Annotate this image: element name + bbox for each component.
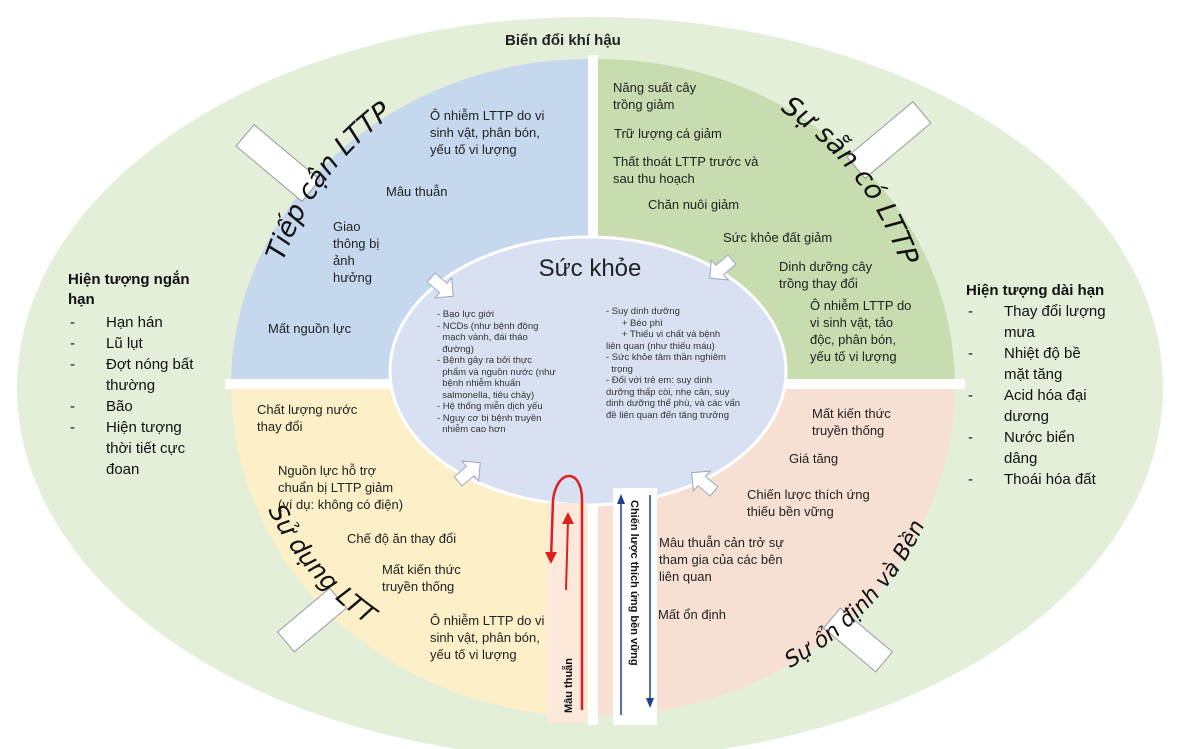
center-right-items: - Suy dinh dưỡng + Béo phì + Thiếu vi ch… bbox=[606, 306, 741, 421]
left-panel-list: Hạn hán Lũ lụt Đợt nóng bất thường Bão H… bbox=[68, 312, 218, 480]
conflict-loop bbox=[549, 474, 584, 710]
br-item-strategy: Chiến lược thích ứng thiếu bền vững bbox=[747, 487, 870, 519]
br-item-price: Giá tăng bbox=[789, 451, 839, 466]
left-panel: Hiện tượng ngắn hạn Hạn hán Lũ lụt Đợt n… bbox=[68, 270, 218, 480]
arrow-inner-top-right bbox=[709, 254, 737, 281]
tl-item-transport: Giao thông bị ảnh hưởng bbox=[333, 219, 380, 285]
arrow-outer-bottom-right bbox=[822, 607, 894, 673]
right-item: Thay đổi lượng mưa bbox=[966, 301, 1146, 343]
strategy-arrowhead-down bbox=[646, 698, 654, 708]
left-item: Hiện tượng thời tiết cực đoan bbox=[68, 417, 218, 480]
strategy-arrowhead-up bbox=[617, 494, 625, 504]
left-panel-title: Hiện tượng ngắn hạn bbox=[68, 271, 190, 308]
strategy-label: Chiến lược thích ứng bền vững bbox=[628, 500, 640, 666]
tr-item-yield: Năng suất cây trồng giảm bbox=[613, 80, 697, 112]
bl-item-knowledge: Mất kiến thức truyền thống bbox=[382, 562, 461, 594]
tr-item-livestock: Chăn nuôi giảm bbox=[648, 197, 740, 212]
tl-item-conflict: Mâu thuẫn bbox=[386, 184, 448, 199]
right-item: Acid hóa đại dương bbox=[966, 385, 1146, 427]
right-item: Nhiệt độ bề mặt tăng bbox=[966, 343, 1146, 385]
br-item-instability: Mất ổn định bbox=[658, 607, 726, 622]
left-item: Hạn hán bbox=[68, 312, 218, 333]
center-left-items: - Bạo lực giới - NCDs (như bệnh động mạc… bbox=[437, 309, 556, 435]
tr-item-contamination: Ô nhiễm LTTP do vi sinh vật, tảo độc, ph… bbox=[810, 298, 912, 364]
right-item: Thoái hóa đất bbox=[966, 469, 1146, 490]
left-item: Bão bbox=[68, 396, 218, 417]
loop-inner-line bbox=[565, 519, 569, 591]
right-panel-list: Thay đổi lượng mưa Nhiệt độ bề mặt tăng … bbox=[966, 301, 1146, 490]
left-item: Đợt nóng bất thường bbox=[68, 354, 218, 396]
tr-item-fish: Trữ lượng cá giảm bbox=[614, 126, 722, 141]
diagram-title: Biến đổi khí hậu bbox=[505, 32, 621, 49]
bl-item-resources: Nguồn lực hỗ trợ chuẩn bị LTTP giảm (ví … bbox=[278, 463, 404, 512]
loop-arrowhead-up bbox=[562, 512, 574, 524]
arrow-inner-bottom-right bbox=[691, 470, 719, 497]
center-title: Sức khỏe bbox=[539, 255, 642, 282]
arrow-inner-bottom-left bbox=[453, 460, 481, 487]
center-ellipse bbox=[388, 235, 788, 507]
arrow-inner-top-left bbox=[426, 272, 454, 299]
br-item-conflict: Mâu thuẫn cản trở sự tham gia của các bê… bbox=[659, 535, 784, 584]
bl-item-diet: Chế độ ăn thay đổi bbox=[347, 531, 457, 546]
tr-item-nutrition: Dinh dưỡng cây trồng thay đổi bbox=[779, 259, 873, 291]
arrow-outer-bottom-left bbox=[276, 587, 348, 653]
loop-arrowhead-down bbox=[545, 552, 557, 564]
arrow-outer-top-left bbox=[235, 123, 321, 203]
tl-item-contamination: Ô nhiễm LTTP do vi sinh vật, phân bón, y… bbox=[430, 108, 545, 157]
br-item-knowledge: Mất kiến thức truyền thống bbox=[812, 406, 891, 438]
tr-item-soil: Sức khỏe đất giảm bbox=[723, 230, 833, 245]
conflict-label: Mâu thuẫn bbox=[562, 658, 575, 713]
right-item: Nước biển dâng bbox=[966, 427, 1146, 469]
tr-item-loss: Thất thoát LTTP trước và sau thu hoạch bbox=[613, 154, 759, 186]
arrow-outer-top-right bbox=[846, 100, 932, 180]
bl-item-water: Chất lượng nước thay đổi bbox=[257, 402, 358, 434]
bl-item-contamination: Ô nhiễm LTTP do vi sinh vật, phân bón, y… bbox=[430, 613, 545, 662]
left-item: Lũ lụt bbox=[68, 333, 218, 354]
tl-item-resources: Mất nguồn lực bbox=[268, 321, 352, 336]
right-panel: Hiện tượng dài hạn Thay đổi lượng mưa Nh… bbox=[966, 281, 1146, 490]
right-panel-title: Hiện tượng dài hạn bbox=[966, 282, 1105, 299]
